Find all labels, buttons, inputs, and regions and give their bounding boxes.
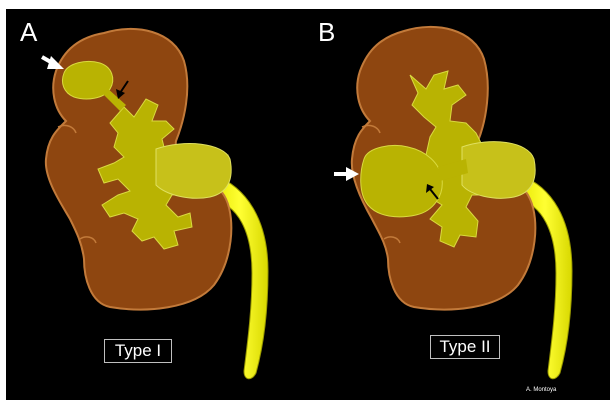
kidney-diagram: [6, 9, 610, 400]
panel-b-type-label: Type II: [430, 335, 500, 359]
illustration-frame: A B Type I Type II A. Montoya: [6, 9, 610, 400]
panel-a-letter: A: [20, 19, 37, 45]
author-credit: A. Montoya: [526, 387, 556, 393]
panel-b-letter: B: [318, 19, 335, 45]
panel-a-renal-pelvis: [156, 144, 231, 199]
panel-b-kidney-group: [352, 27, 572, 379]
panel-a-type-label: Type I: [104, 339, 172, 363]
panel-b-renal-pelvis: [462, 142, 535, 199]
panel-a-kidney-group: [46, 29, 268, 379]
